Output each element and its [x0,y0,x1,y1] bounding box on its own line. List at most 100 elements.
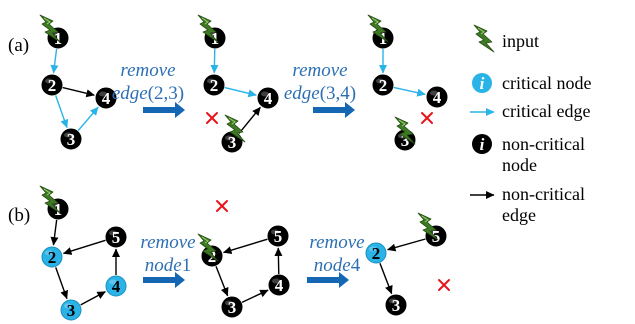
step-2-line1: remove [292,60,347,81]
graph-1-node-4: 4 [95,87,117,109]
step-2-arrow-icon [313,102,355,118]
step-4-line1: remove [309,232,364,253]
graph-6-node-3: 3 [385,294,407,316]
step-3-line1: remove [140,232,195,253]
graph-4-node-2-label: 2 [48,248,57,267]
graph-4-node-1-label: 1 [54,200,63,219]
nodes-layer: 123412341234123452345235 [41,27,448,321]
graph-5-edge-5-2 [223,238,268,255]
non-critical-node-icon: i [472,134,492,154]
legend-item-3-text-1: critical edge [502,101,590,121]
graph-4-input-icon [39,185,61,214]
graph-2-node-3-label: 3 [228,133,237,152]
graph-6-input-icon [417,212,439,241]
legend-item-2-text-1: critical node [502,73,591,93]
graph-4-edge-3-4 [80,291,106,306]
graph-5-node-5: 5 [267,225,289,247]
graph-2-node-2-label: 2 [210,76,219,95]
remove-mark-icon-4 [438,279,450,291]
graph-5-node-3: 3 [221,296,243,318]
graph-1-edge-2-3 [54,95,69,129]
graph-2-node-4: 4 [257,87,279,109]
graph-6-edge-2-3 [379,263,393,295]
graph-4-node-2: 2 [41,246,63,268]
graph-4-node-3: 3 [60,299,82,321]
remove-mark-icon-1 [206,112,218,124]
legend-item-4-text-2: node [502,155,537,175]
legend-item-4-text-1: non-critical [502,134,585,154]
graph-5-edge-2-3 [215,265,229,297]
graph-6-edge-5-2 [387,238,426,252]
step-4-arrow-icon [307,272,349,288]
legend: input i critical node critical edge i non-cri… [470,24,591,225]
critical-node-icon: i [472,73,492,93]
graph-2-edge-1-2 [210,48,219,74]
graph-3-node-2-label: 2 [379,76,388,95]
graph-4-edge-2-3 [55,267,69,300]
step-1-line1: remove [120,60,175,81]
graph-4-node-4-label: 4 [112,277,121,296]
step-1-line2: edge(2,3) [112,83,184,104]
graph-1-edge-2-4 [62,86,95,98]
step-3-line2: node1 [145,255,191,276]
graph-5-node-3-label: 3 [228,298,237,317]
graph-5-input-icon [197,233,219,262]
graph-1-edge-3-4 [77,106,99,132]
graph-5-node-5-label: 5 [274,227,283,246]
step-3-arrow-icon [143,272,185,288]
legend-item-2: i critical node [472,73,591,93]
removed-edge-input-icon-1 [224,114,246,143]
step-4-line2: node4 [314,255,361,276]
graph-4-edge-5-2 [62,239,106,255]
graph-2-edge-2-4 [224,86,257,98]
graph-4-node-5: 5 [105,226,127,248]
graph-3-node-4-label: 4 [433,88,442,107]
legend-item-1: input [473,24,539,53]
graph-3-node-3-label: 3 [401,131,410,150]
graph-4-node-3-label: 3 [67,301,76,320]
step-1-arrow-icon [143,102,185,118]
graph-2-node-4-label: 4 [264,89,273,108]
legend-item-5-text-2: edge [502,205,536,225]
legend-item-5-text-1: non-critical [502,184,585,204]
legend-item-3: critical edge [470,101,590,121]
graph-4-node-5-label: 5 [112,228,121,247]
graph-5-edge-3-4 [241,289,269,303]
row-label-2: (b) [8,205,30,226]
legend-input-icon [473,24,495,53]
graph-5-edge-4-5 [274,247,283,275]
graph-6-node-2: 2 [365,242,387,264]
graph-1-node-3-label: 3 [67,130,76,149]
graph-1-node-1-label: 1 [54,29,63,48]
graph-5-node-4-label: 4 [275,276,284,295]
graph-1-node-3: 3 [60,128,82,150]
graph-6-node-3-label: 3 [392,296,401,315]
svg-text:i: i [480,135,485,154]
row-label-1: (a) [8,35,29,56]
edges-layer [50,48,426,306]
graph-3-edge-2-4 [393,86,426,97]
graph-1-edge-1-2 [50,48,59,74]
graph-5-node-4: 4 [268,274,290,296]
graph-6-node-5-label: 5 [432,227,441,246]
remove-mark-icon-2 [421,112,433,124]
graph-3-node-2: 2 [372,74,394,96]
graph-1-input-icon [39,14,61,43]
graph-1-node-2: 2 [41,74,63,96]
graph-3-input-icon [367,14,389,43]
remove-mark-icon-3 [216,200,228,212]
graph-2-edge-3-4 [238,106,261,134]
annotations-layer: (a)(b)removeedge(2,3)removeedge(3,4)remo… [8,14,591,291]
graph-6-node-2-label: 2 [372,244,381,263]
graph-3-node-4: 4 [426,86,448,108]
graph-4-node-4: 4 [105,275,127,297]
step-2-line2: edge(3,4) [284,83,356,104]
graph-3-node-3: 3 [394,129,416,151]
